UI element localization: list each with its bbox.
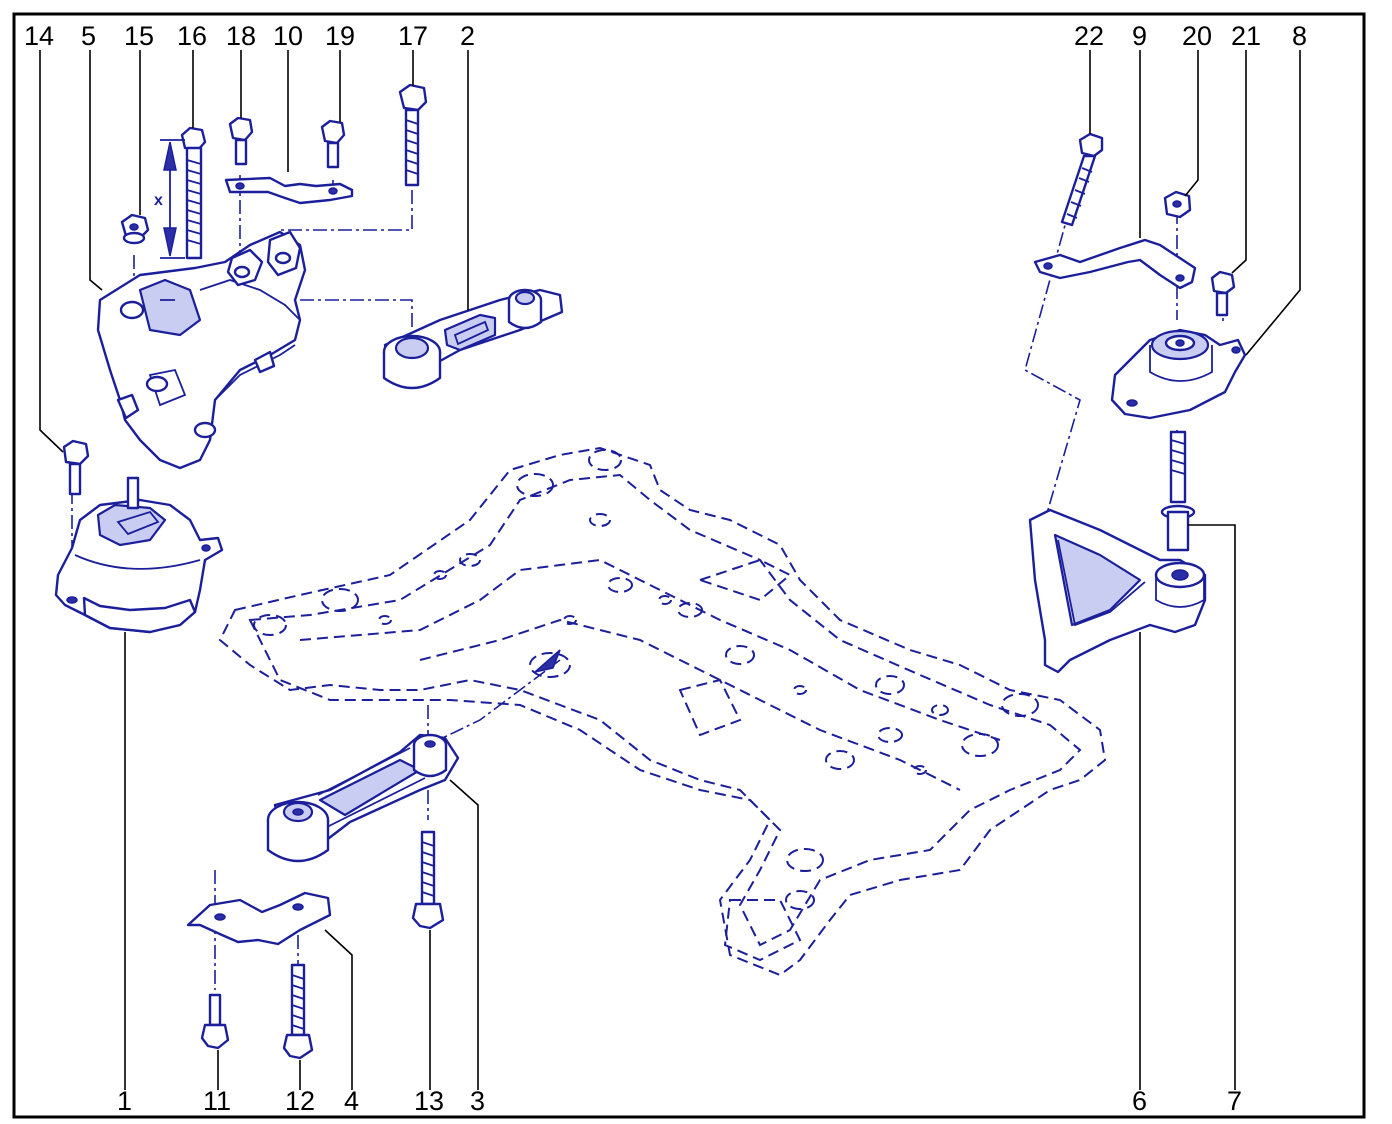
torque-link-upper [382, 288, 564, 390]
callout-11: 11 [203, 1086, 231, 1116]
bolt-19 [320, 119, 346, 169]
callout-9: 9 [1132, 21, 1147, 51]
engine-mount-left [54, 476, 224, 634]
callout-5: 5 [81, 21, 96, 51]
dimension-x-label: x [154, 192, 163, 209]
callout-8: 8 [1292, 21, 1307, 51]
bracket-9 [1033, 238, 1197, 290]
callout-22: 22 [1074, 21, 1104, 51]
callout-16: 16 [177, 21, 207, 51]
bracket-4 [186, 891, 332, 946]
callout-21: 21 [1231, 21, 1261, 51]
callout-14: 14 [24, 21, 54, 51]
callout-labels: 14 5 15 16 18 10 19 17 2 22 9 20 21 8 1 … [24, 21, 1307, 1116]
torque-rod-lower [266, 733, 460, 863]
callout-19: 19 [325, 21, 355, 51]
callout-6: 6 [1132, 1086, 1147, 1116]
callout-17: 17 [398, 21, 428, 51]
callout-15: 15 [124, 21, 154, 51]
callout-1: 1 [117, 1086, 132, 1116]
nut-20 [1163, 190, 1192, 219]
bolt-12 [282, 963, 314, 1060]
upper-engine-bracket [96, 230, 307, 470]
callout-4: 4 [344, 1086, 359, 1116]
bolt-22 [1060, 132, 1104, 227]
callout-13: 13 [414, 1086, 444, 1116]
bolt-17 [398, 83, 428, 187]
callout-18: 18 [226, 21, 256, 51]
dimension-x: x [154, 139, 185, 259]
callout-10: 10 [273, 21, 303, 51]
gearbox-bracket-6 [1028, 508, 1207, 674]
direction-arrow [534, 649, 561, 673]
nut-15 [120, 213, 150, 245]
callout-3: 3 [470, 1086, 485, 1116]
stud-7 [1160, 430, 1196, 552]
bolt-14 [62, 439, 90, 496]
bolt-18 [228, 116, 254, 166]
bolt-11 [200, 993, 230, 1050]
bolt-16 [180, 126, 207, 260]
subframe-outline [218, 446, 1107, 977]
bracket-10 [224, 176, 354, 205]
callout-20: 20 [1182, 21, 1212, 51]
leader-lines [39, 50, 1301, 1090]
callout-12: 12 [285, 1086, 315, 1116]
callout-7: 7 [1227, 1086, 1242, 1116]
bolt-21 [1210, 270, 1236, 317]
callout-2: 2 [460, 21, 475, 51]
diagram-frame [12, 12, 1366, 1119]
bolt-13 [411, 830, 445, 930]
engine-mount-right [1110, 328, 1247, 420]
